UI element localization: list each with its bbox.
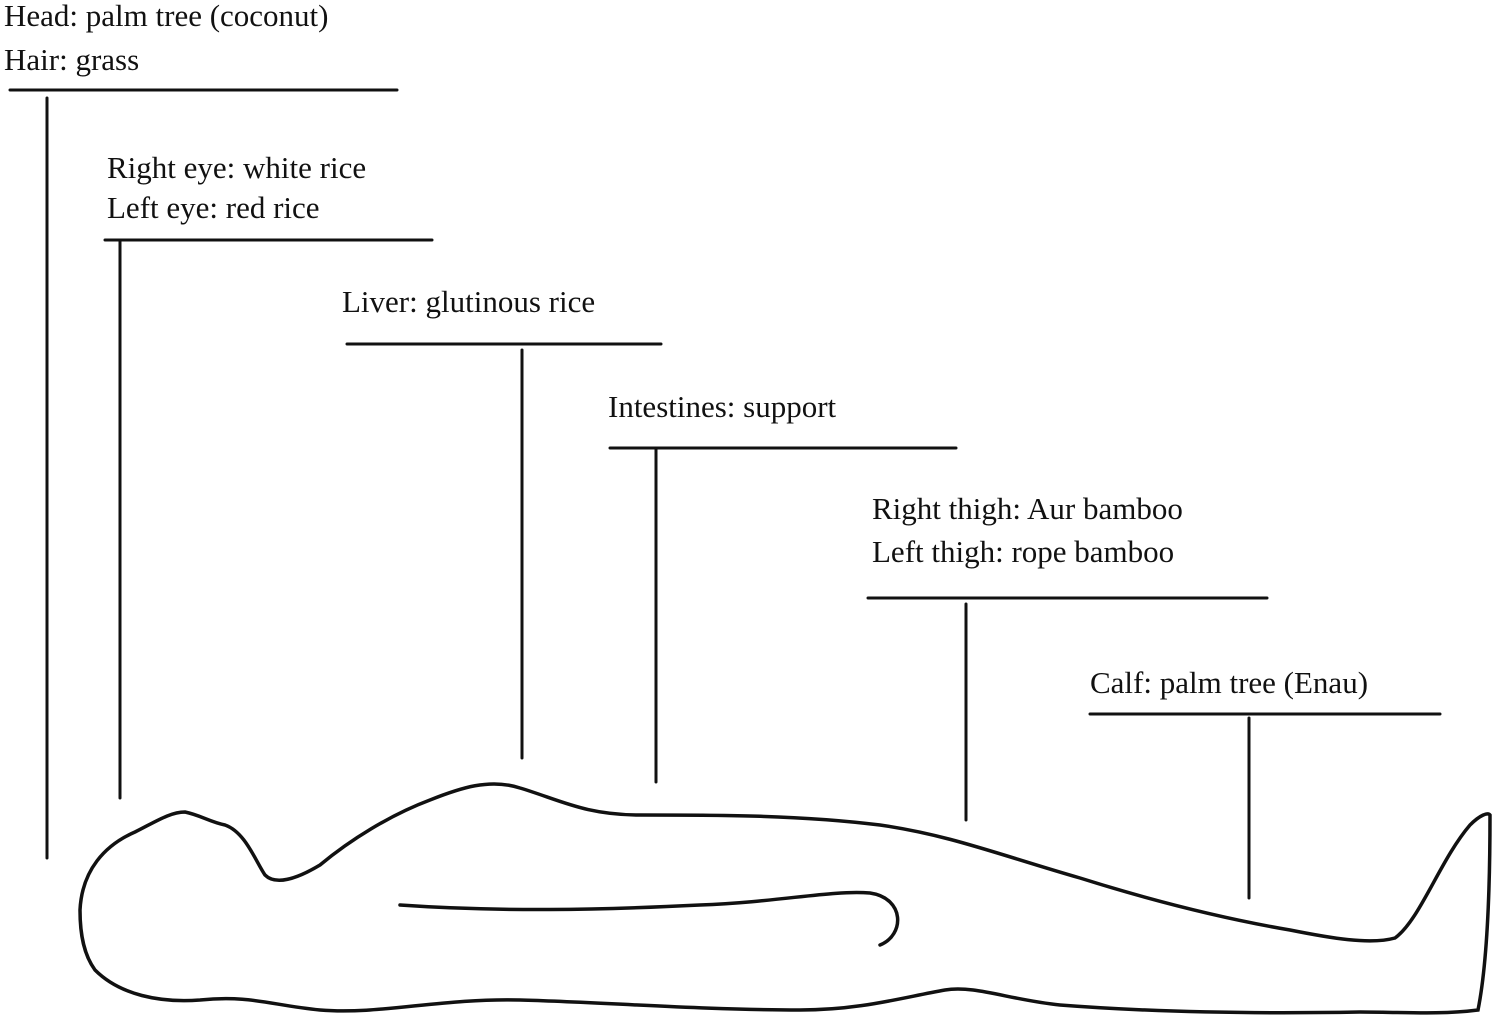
label-calf: Calf: palm tree (Enau) xyxy=(1090,665,1369,700)
arm-outline xyxy=(398,890,900,947)
label-right-eye: Right eye: white rice xyxy=(107,150,367,185)
label-left-eye: Left eye: red rice xyxy=(107,190,320,225)
label-liver: Liver: glutinous rice xyxy=(342,284,596,319)
body-outline xyxy=(78,782,1492,1015)
label-head: Head: palm tree (coconut) xyxy=(4,0,329,33)
label-intestines: Intestines: support xyxy=(608,389,837,424)
label-right-thigh: Right thigh: Aur bamboo xyxy=(872,491,1183,526)
label-hair: Hair: grass xyxy=(4,42,140,77)
label-left-thigh: Left thigh: rope bamboo xyxy=(872,534,1175,569)
